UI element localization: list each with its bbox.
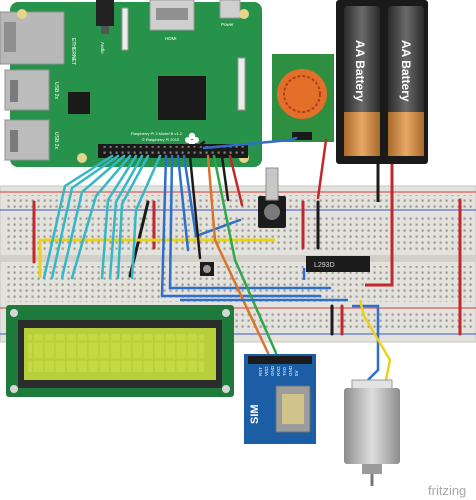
sim-label: SIM <box>249 404 261 424</box>
sim-pin-label: RST <box>258 367 263 376</box>
usb2-label: USB 2x <box>53 132 59 149</box>
usb1-label: USB 2x <box>53 82 59 99</box>
ethernet-label: ETHERNET <box>70 38 76 65</box>
sound-sensor-module <box>272 54 334 142</box>
l293d-chip: L293D <box>306 256 370 272</box>
fritzing-watermark: fritzing <box>428 483 466 498</box>
wire-yellow <box>38 238 275 278</box>
sim-module: SIM 5V GND TXD RXD GND VDD RST <box>244 354 316 444</box>
power-label: Power <box>221 22 234 27</box>
hdmi-label: HDMI <box>165 36 177 41</box>
raspberry-pi-board: ETHERNET USB 2x USB 2x Audio HDMI Power <box>0 0 262 167</box>
lcd-display-module <box>6 305 234 397</box>
copyright-text: © Raspberry Pi 2015 <box>142 137 180 142</box>
gpio-wires <box>42 136 332 355</box>
push-button <box>200 262 214 276</box>
camera-connector <box>121 7 129 51</box>
battery-pack: AA Battery AA Battery <box>336 0 428 164</box>
audio-jack <box>96 0 114 26</box>
power-port <box>219 0 241 19</box>
motor-driver-wires <box>180 268 392 381</box>
sim-pin-label: TXD <box>282 366 287 376</box>
display-connector <box>237 57 246 111</box>
sim-pin-labels: 5V GND TXD RXD GND VDD RST <box>258 365 299 376</box>
sim-pin-label: GND <box>288 365 293 376</box>
soc-chip <box>158 76 206 120</box>
sim-pin-label: VDD <box>264 366 269 376</box>
usb-chip <box>68 92 90 114</box>
dc-motor <box>344 379 400 486</box>
battery-cell-1-label: AA Battery <box>353 40 367 102</box>
potentiometer <box>258 167 286 228</box>
sim-pin-label: 5V <box>294 370 299 376</box>
raspberry-pi-logo-icon <box>185 132 199 146</box>
dc-motor-icon <box>344 388 400 464</box>
sim-pin-label: GND <box>270 365 275 376</box>
board-model-text: Raspberry Pi 3 Model B v1.2 <box>131 131 183 136</box>
sim-pin-label: RXD <box>276 366 281 376</box>
battery-cell-2-label: AA Battery <box>399 40 413 102</box>
ic-label: L293D <box>314 262 335 269</box>
audio-label: Audio <box>100 42 105 54</box>
